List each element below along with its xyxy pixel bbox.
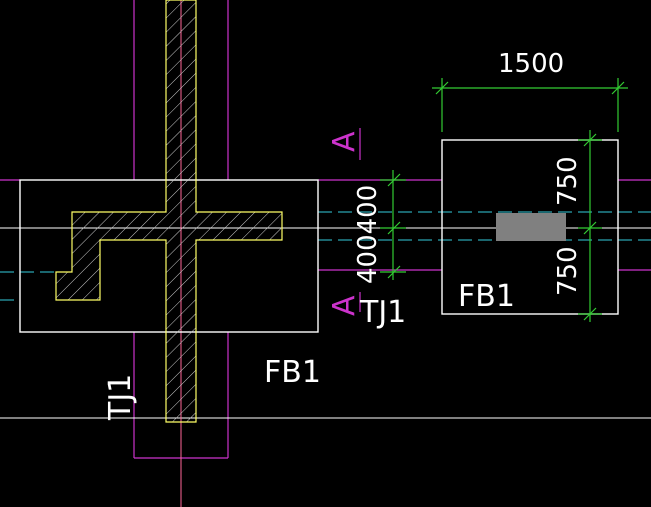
- dim-vertical-left: 400400: [353, 185, 383, 284]
- right-column-section: [496, 213, 566, 241]
- dim-right-upper: 750: [553, 156, 583, 206]
- section-mark-bottom: A: [327, 295, 362, 316]
- label-fb1-left: FB1: [264, 355, 321, 390]
- dim-right-lower: 750: [553, 246, 583, 296]
- axis-lines: [0, 211, 651, 301]
- label-fb1-right: FB1: [458, 279, 515, 314]
- dimension-lines: [380, 78, 628, 322]
- section-mark-top: A: [327, 131, 362, 152]
- dim-top-width: 1500: [498, 49, 564, 79]
- label-tj1-upper: TJ1: [359, 295, 406, 330]
- right-foundation-outline: [441, 139, 619, 315]
- hatched-beam-cross: [55, 0, 283, 423]
- label-tj1-lower: TJ1: [103, 374, 138, 421]
